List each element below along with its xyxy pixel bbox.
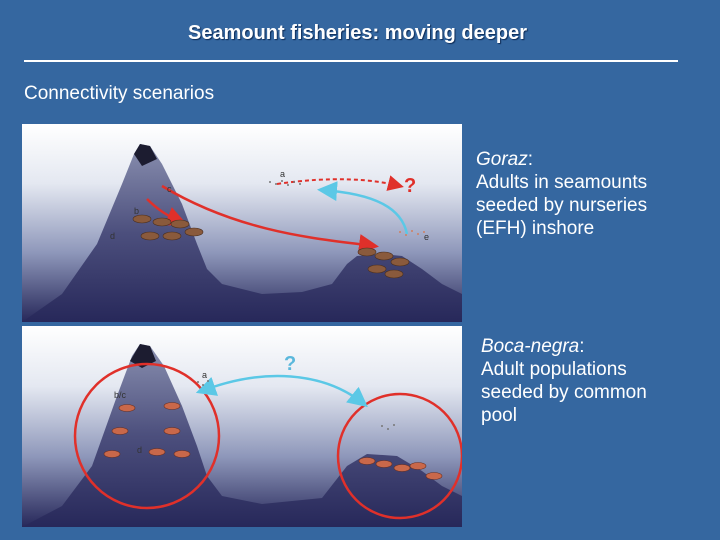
colon: : [527,149,534,170]
goraz-caption: Goraz: Adults in seamounts seeded by nur… [476,148,647,240]
caption-line: pool [481,405,517,426]
boca-negra-caption: Boca-negra: Adult populations seeded by … [481,335,647,427]
boca-negra-connectivity-diagram: a b/c d ? [22,326,462,527]
seamount-shape [22,344,462,527]
boca-negra-heading: Boca-negra: [481,335,647,358]
goraz-diagram-svg: a b c d e ? [22,144,462,322]
fish-school-shelf [358,457,443,480]
fish-school-seamount [132,214,204,241]
species-name: Boca-negra [481,336,580,357]
larvae-cluster-left [197,380,209,386]
larvae-cluster-right [399,230,425,236]
caption-line: (EFH) inshore [476,218,595,239]
caption-line: seeded by common [481,382,647,403]
label-c: c [167,184,172,194]
label-e: e [424,232,429,242]
label-b: b [134,206,139,216]
species-name: Goraz [476,149,528,170]
cyan-arrow [317,181,409,235]
slide-title: Seamount fisheries: moving deeper [188,22,527,44]
colon: : [579,336,585,357]
larvae-cluster-right [381,424,395,430]
boca-negra-diagram-svg: a b/c d ? [22,344,462,527]
cyan-double-arrow [195,374,368,408]
caption-line: Adult populations [481,359,627,380]
goraz-connectivity-diagram: a b c d e ? [22,124,462,322]
slide-subtitle: Connectivity scenarios [24,83,215,104]
red-circle-seamount [73,362,221,510]
seamount-shape [22,144,462,322]
fish-school-shelf [357,247,410,279]
label-a: a [202,370,207,380]
seamount-peak [134,144,157,166]
label-bc: b/c [114,390,127,400]
goraz-heading: Goraz: [476,148,647,171]
question-mark-top: ? [404,175,416,197]
label-d: d [137,445,142,455]
red-circle-shelf [336,392,462,520]
seamount-peak [130,344,156,368]
fish-school-seamount [103,402,191,458]
question-mark-bottom: ? [284,353,296,375]
title-divider [24,60,678,62]
label-a: a [280,169,285,179]
caption-line: seeded by nurseries [476,195,648,216]
red-arrow-long [161,184,379,254]
label-d: d [110,231,115,241]
red-arrow-top [276,175,404,191]
caption-line: Adults in seamounts [476,172,648,193]
larvae-cluster-top [269,180,301,186]
